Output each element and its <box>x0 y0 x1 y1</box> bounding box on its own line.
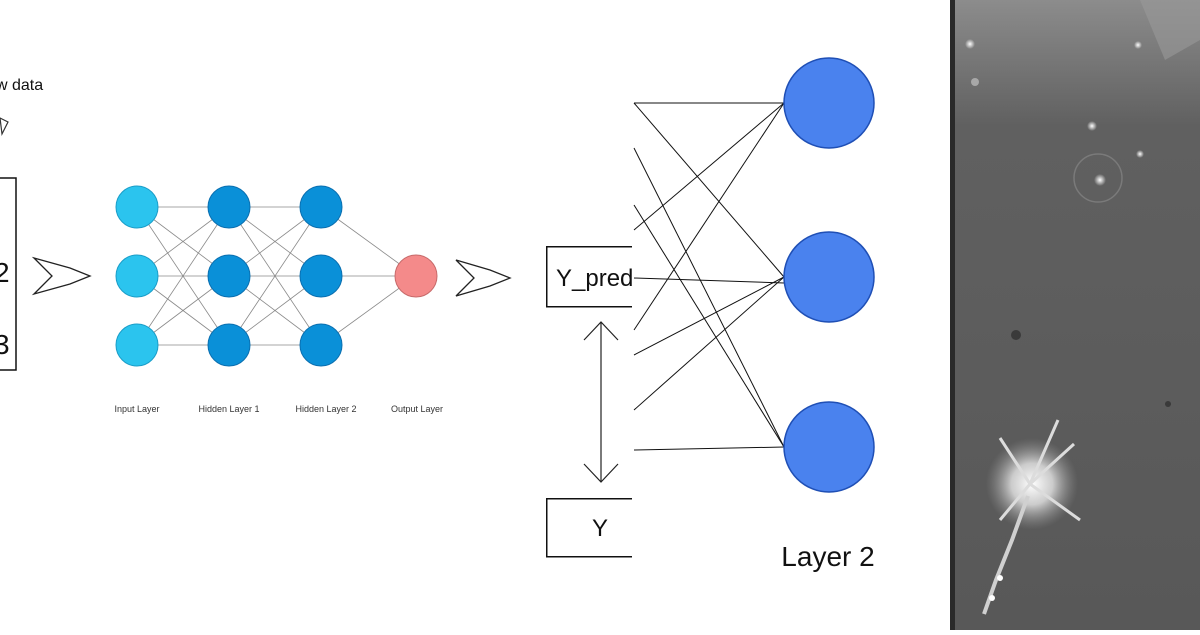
down-arrow-icon <box>0 117 9 137</box>
input-value-2: 2 <box>0 257 10 288</box>
y-pred-box-clip: Y_pred <box>546 246 633 308</box>
layer2-node-3 <box>783 401 875 493</box>
hidden2-node-3 <box>299 323 343 367</box>
input-value-3: 3 <box>0 329 10 360</box>
input-data-box <box>0 177 17 371</box>
layer2-label: Layer 2 <box>781 541 874 572</box>
y-label: Y <box>592 515 608 542</box>
input-node-3 <box>115 323 159 367</box>
small-network-edges <box>136 206 417 346</box>
layer2-edges <box>633 102 785 451</box>
hidden2-node-2 <box>299 254 343 298</box>
network-edge <box>136 206 230 346</box>
layer2-network: Layer 2 <box>633 57 875 572</box>
small-network: Input Layer Hidden Layer 1 Hidden Layer … <box>114 185 443 414</box>
hidden-layer-2-label: Hidden Layer 2 <box>295 404 356 414</box>
hidden1-node-1 <box>207 185 251 229</box>
y-box-clip: Y <box>546 498 632 558</box>
y-pred-label: Y_pred <box>556 265 633 292</box>
raw-data-label: w data <box>0 77 43 94</box>
output-layer-label: Output Layer <box>391 404 443 414</box>
y-pred-box <box>546 246 632 308</box>
layer2-node-1 <box>783 57 875 149</box>
hidden1-node-2 <box>207 254 251 298</box>
input-layer-label: Input Layer <box>114 404 159 414</box>
hollow-arrow-icon <box>31 256 92 296</box>
photo-background <box>950 0 1200 630</box>
hollow-arrow-icon <box>455 259 512 297</box>
grayscale-photo <box>950 0 1200 630</box>
down-arrow-head-icon <box>583 463 619 483</box>
network-edge <box>228 206 322 346</box>
input-node-2 <box>115 254 159 298</box>
input-node-1 <box>115 185 159 229</box>
prediction-group: Y_pred Y <box>546 246 633 558</box>
up-arrow-head-icon <box>583 321 619 341</box>
hidden2-node-1 <box>299 185 343 229</box>
hidden1-node-3 <box>207 323 251 367</box>
output-node <box>394 254 438 298</box>
raw-data-group: w data 2 3 <box>0 77 43 371</box>
y-box <box>546 498 632 558</box>
hidden-layer-1-label: Hidden Layer 1 <box>198 404 259 414</box>
layer2-node-2 <box>783 231 875 323</box>
